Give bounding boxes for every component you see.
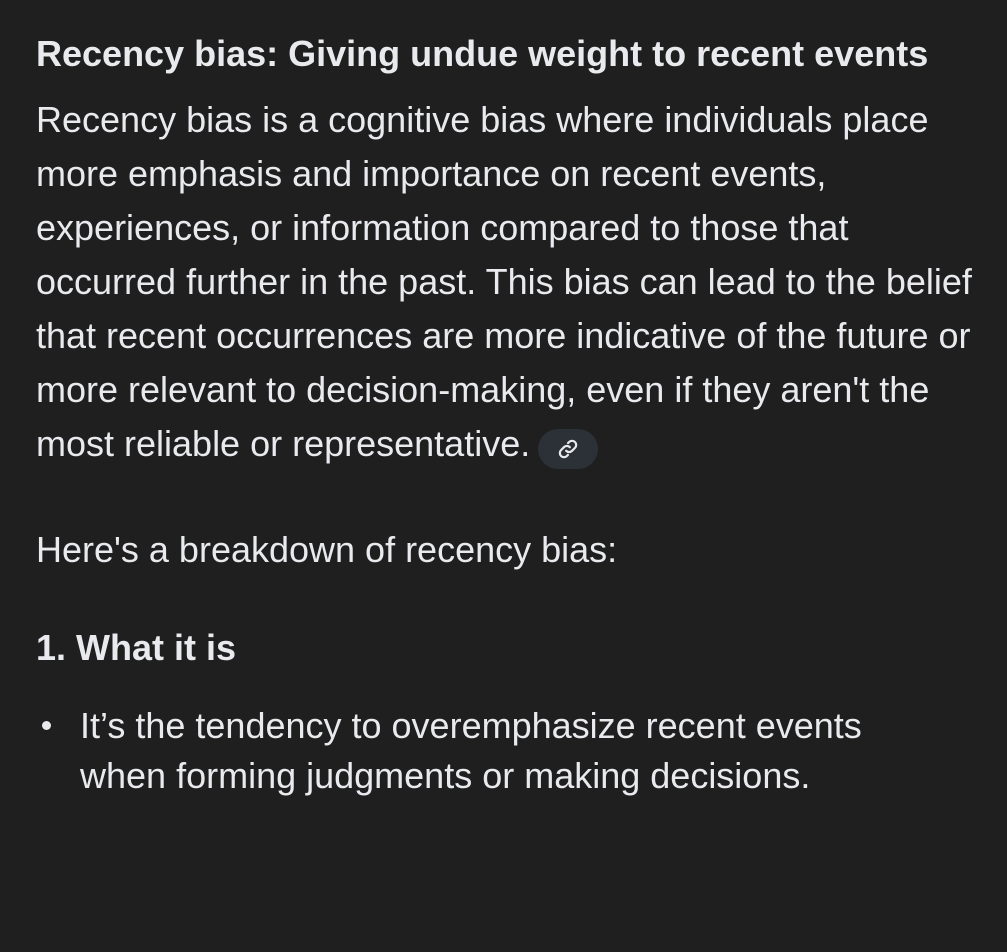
bullet-text: It’s the tendency to overemphasize recen… <box>80 705 862 796</box>
section-title: 1. What it is <box>36 627 237 668</box>
bullet-marker <box>42 721 51 730</box>
link-icon <box>557 438 579 460</box>
list-item: It’s the tendency to overemphasize recen… <box>36 701 900 801</box>
response-heading: Recency bias: Giving undue weight to rec… <box>36 33 929 74</box>
response-paragraph: Recency bias is a cognitive bias where i… <box>36 93 976 471</box>
breakdown-intro: Here's a breakdown of recency bias: <box>36 529 618 570</box>
bullet-list: It’s the tendency to overemphasize recen… <box>36 701 976 801</box>
source-link-chip[interactable] <box>538 429 599 469</box>
paragraph-text: Recency bias is a cognitive bias where i… <box>36 99 972 464</box>
response-content: Recency bias: Giving undue weight to rec… <box>36 26 976 801</box>
